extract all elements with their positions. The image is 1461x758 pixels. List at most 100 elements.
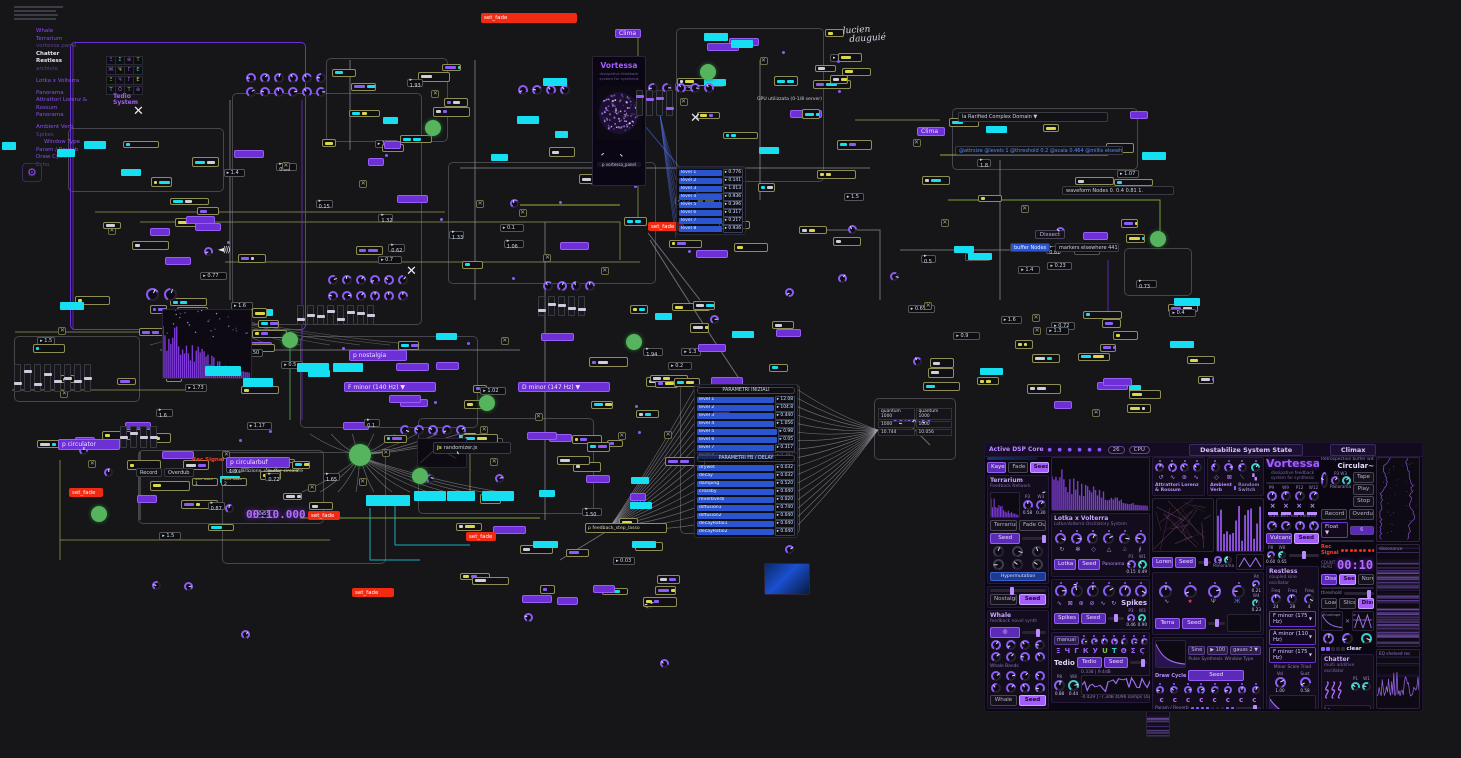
param-value[interactable]: ▸ 0.740 — [774, 503, 795, 512]
play-button[interactable]: Play — [1353, 484, 1374, 495]
dissect-button[interactable]: Dissect — [1357, 598, 1374, 609]
message-box[interactable] — [205, 366, 241, 376]
patch-object[interactable] — [185, 215, 215, 224]
toggle[interactable]: ✕ — [88, 460, 97, 469]
message-box[interactable] — [631, 477, 649, 485]
patch-object[interactable] — [433, 106, 471, 117]
parameter-row[interactable]: level 1▸ 0.776 — [679, 168, 743, 177]
bang-button[interactable] — [412, 468, 428, 484]
knob[interactable] — [1277, 551, 1286, 559]
dot-toggle[interactable] — [1215, 706, 1220, 709]
patch-object[interactable] — [565, 548, 590, 558]
knob[interactable] — [1155, 463, 1165, 472]
seed-button[interactable]: Seed — [1029, 462, 1049, 473]
param-value[interactable]: ▸ 0.317 — [722, 208, 743, 217]
param-value[interactable]: ▸ 0.396 — [722, 200, 743, 209]
knob[interactable] — [1180, 463, 1190, 472]
fader[interactable] — [63, 364, 72, 392]
toggle[interactable]: ✕ — [490, 458, 499, 467]
knob[interactable] — [1068, 580, 1078, 590]
seed-button[interactable]: Seed — [1078, 559, 1101, 570]
table-cell[interactable]: quantum 1000 — [915, 408, 952, 420]
patch-object[interactable] — [556, 456, 590, 466]
gauss-2-chip[interactable]: gauss 2 ▼ — [1230, 646, 1261, 655]
patch-object[interactable] — [1075, 177, 1114, 185]
knob[interactable] — [1274, 677, 1286, 688]
fader[interactable] — [43, 364, 52, 392]
knob[interactable] — [1169, 686, 1178, 694]
patch-object[interactable] — [842, 68, 871, 76]
item-icon[interactable]: ◇ — [1091, 546, 1096, 553]
knob[interactable] — [1012, 559, 1024, 570]
parameter-row[interactable]: level 4▸ 0.936 — [679, 192, 743, 201]
knob[interactable] — [1032, 546, 1044, 557]
message-box[interactable] — [447, 491, 475, 501]
message-box[interactable] — [84, 141, 106, 149]
patch-object[interactable] — [815, 65, 837, 73]
bang-button[interactable] — [479, 395, 495, 411]
knob[interactable] — [1102, 585, 1115, 597]
seed-button[interactable]: Seed — [1181, 617, 1207, 629]
clima[interactable]: Clima — [615, 29, 641, 38]
number-box[interactable]: ▸ 1.8 — [977, 157, 992, 169]
patch-object[interactable] — [398, 341, 419, 351]
knob[interactable] — [847, 224, 857, 234]
param-value[interactable]: ▸ 0.440 — [774, 411, 795, 420]
patch-object[interactable] — [292, 460, 311, 469]
message-box[interactable] — [631, 540, 656, 548]
param-slider-level-7[interactable]: level 7 — [679, 217, 722, 224]
record[interactable]: Record — [136, 468, 162, 477]
knob[interactable] — [992, 546, 1004, 557]
chord-dropdown[interactable]: A minor (110 Hz)▼ — [1269, 629, 1316, 645]
message-box[interactable] — [297, 363, 329, 372]
fader[interactable] — [139, 426, 148, 448]
knob[interactable] — [1214, 556, 1223, 564]
number-box[interactable]: ▸ 1.65 — [322, 471, 340, 483]
patch-object[interactable] — [368, 157, 385, 166]
patch-object[interactable] — [444, 97, 468, 108]
knob[interactable] — [1270, 594, 1281, 604]
param-slider-level-2[interactable]: level 2 — [697, 404, 774, 411]
patch-object[interactable] — [103, 221, 121, 230]
knob[interactable] — [1266, 491, 1277, 501]
dot-toggle[interactable] — [1210, 706, 1215, 709]
knob[interactable] — [990, 652, 1001, 662]
message-box[interactable] — [980, 368, 1003, 376]
glyph-letter[interactable]: Σ — [1130, 647, 1136, 655]
dissect-button[interactable]: Dissect — [1321, 574, 1338, 585]
item-icon[interactable]: ♧ — [1122, 546, 1128, 553]
patch-object[interactable] — [383, 434, 408, 443]
patch-object[interactable] — [825, 28, 844, 38]
knob[interactable] — [274, 73, 284, 83]
f-minor-140-hz[interactable]: F minor (140 Hz) ▼ — [344, 382, 436, 392]
fader[interactable] — [537, 296, 546, 316]
slider[interactable] — [1208, 619, 1226, 627]
patch-object[interactable] — [117, 377, 136, 385]
message-box[interactable] — [704, 33, 728, 41]
toggle[interactable]: ✕ — [500, 337, 509, 346]
lotka-button[interactable]: Lotka — [1054, 559, 1077, 570]
message-box[interactable] — [382, 116, 399, 124]
toggle[interactable]: ✕ — [600, 267, 609, 276]
menu-item-item[interactable] — [36, 73, 87, 76]
param-value[interactable]: ▸ 12.08 — [774, 395, 795, 404]
param-slider-level-3[interactable]: level 3 — [679, 185, 722, 192]
patch-object[interactable] — [1130, 110, 1149, 119]
knob[interactable] — [1341, 633, 1353, 644]
knob[interactable] — [1280, 521, 1291, 531]
knob[interactable] — [1054, 585, 1067, 597]
patch-object[interactable] — [350, 82, 376, 91]
patch-object[interactable] — [977, 194, 1002, 203]
patch-object[interactable] — [556, 597, 578, 606]
menu-item-draw-cycle[interactable]: Draw Cycle — [36, 154, 68, 160]
close-icon[interactable]: ✕ — [1344, 617, 1351, 625]
glyph-letter[interactable]: ϲ — [1212, 696, 1217, 704]
knob[interactable] — [246, 73, 256, 83]
knob[interactable] — [1167, 463, 1177, 472]
fader[interactable] — [577, 296, 586, 316]
patch-object[interactable] — [208, 524, 234, 532]
number-box[interactable]: ▸ 1.3 — [681, 348, 702, 357]
fader[interactable] — [129, 426, 138, 448]
knob[interactable] — [1251, 463, 1261, 472]
